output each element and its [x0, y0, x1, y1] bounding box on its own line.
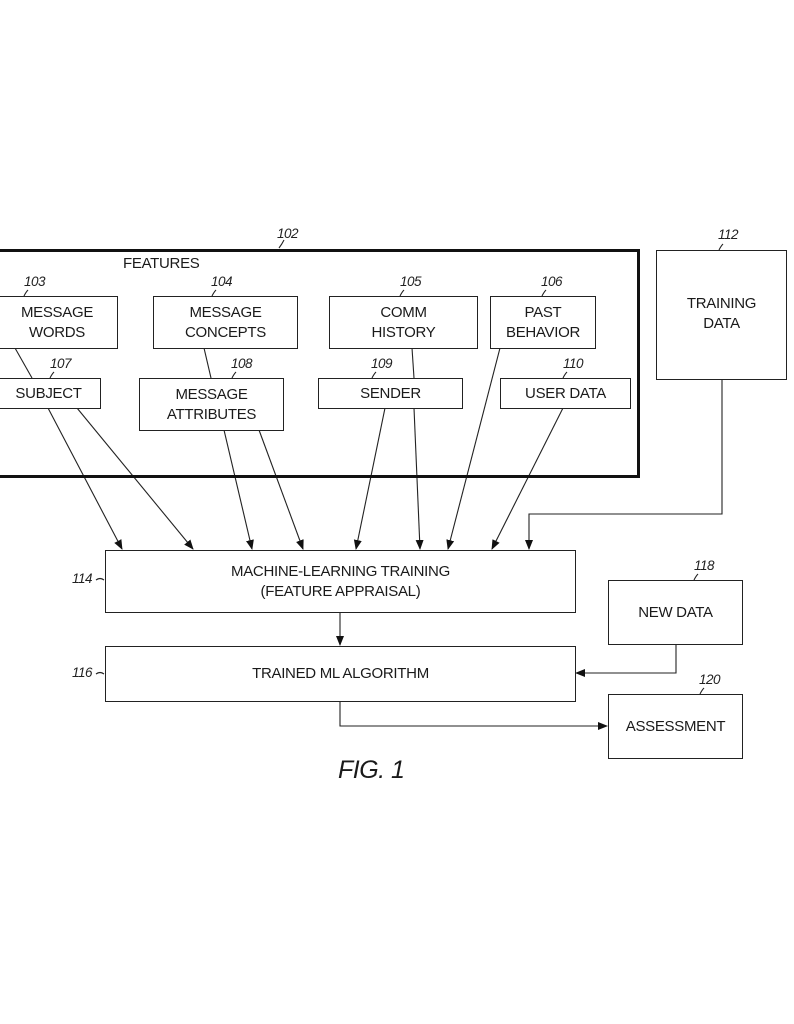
past-behavior-label: PAST BEHAVIOR — [505, 303, 580, 341]
trained-ml-label: TRAINED ML ALGORITHM — [252, 665, 429, 682]
link-words-subject — [14, 347, 33, 379]
message-attributes-box: MESSAGE ATTRIBUTES — [139, 378, 284, 431]
arrow-assessment — [339, 701, 608, 730]
arrow-attributes-2 — [258, 429, 304, 550]
message-words-box: MESSAGE WORDS — [0, 296, 118, 349]
user-data-label: USER DATA — [525, 384, 606, 402]
leader-109 — [371, 371, 377, 379]
comm-history-label: COMM HISTORY — [371, 303, 436, 341]
arrow-past-behavior — [446, 347, 501, 550]
ref-104: 104 — [211, 274, 233, 289]
ref-118: 118 — [694, 558, 715, 573]
training-data-box: TRAINING DATA — [656, 250, 787, 380]
leader-114 — [95, 577, 105, 581]
arrow-user-data — [491, 407, 564, 550]
figure-caption: FIG. 1 — [338, 756, 405, 784]
leader-116 — [95, 671, 105, 675]
features-title: FEATURES — [123, 255, 200, 272]
ref-102: 102 — [277, 226, 299, 241]
leader-106 — [541, 289, 547, 297]
assessment-box: ASSESSMENT — [608, 694, 743, 759]
arrow-training-data — [525, 379, 723, 550]
new-data-label: NEW DATA — [638, 603, 713, 621]
ref-106: 106 — [541, 274, 563, 289]
ref-114: 114 — [72, 571, 93, 586]
arrow-sender-2 — [413, 407, 424, 550]
leader-104 — [211, 289, 217, 297]
features-group — [0, 249, 640, 478]
sender-label: SENDER — [360, 384, 421, 402]
message-attributes-label: MESSAGE ATTRIBUTES — [166, 385, 257, 423]
leader-118 — [693, 573, 699, 581]
training-data-label: TRAINING DATA — [686, 295, 757, 332]
link-history-sender — [411, 347, 415, 379]
message-words-label: MESSAGE WORDS — [20, 303, 94, 341]
ml-training-label: MACHINE-LEARNING TRAINING (FEATURE APPRA… — [231, 562, 450, 600]
leader-120 — [699, 687, 705, 695]
leader-110 — [562, 371, 568, 379]
ref-107: 107 — [50, 356, 72, 371]
leader-105 — [399, 289, 405, 297]
arrow-subject-1 — [47, 407, 123, 550]
message-concepts-box: MESSAGE CONCEPTS — [153, 296, 298, 349]
leader-103 — [23, 289, 29, 297]
ref-105: 105 — [400, 274, 422, 289]
past-behavior-box: PAST BEHAVIOR — [490, 296, 596, 349]
sender-box: SENDER — [318, 378, 463, 409]
leader-112 — [718, 243, 724, 251]
arrow-attributes-1 — [223, 429, 254, 550]
subject-label: SUBJECT — [15, 384, 82, 402]
ref-112: 112 — [718, 227, 739, 242]
leader-108 — [231, 371, 237, 379]
arrow-new-data — [575, 644, 677, 677]
ref-110: 110 — [563, 356, 584, 371]
arrow-sender-1 — [353, 407, 386, 550]
ref-120: 120 — [699, 672, 721, 687]
subject-box: SUBJECT — [0, 378, 101, 409]
ref-103: 103 — [24, 274, 46, 289]
arrow-subject-2 — [76, 407, 194, 550]
ref-116: 116 — [72, 665, 93, 680]
trained-ml-box: TRAINED ML ALGORITHM — [105, 646, 576, 702]
comm-history-box: COMM HISTORY — [329, 296, 478, 349]
user-data-box: USER DATA — [500, 378, 631, 409]
leader-102 — [278, 239, 285, 249]
ref-108: 108 — [231, 356, 253, 371]
leader-107 — [49, 371, 55, 379]
link-concepts-attributes — [203, 347, 212, 379]
ml-training-box: MACHINE-LEARNING TRAINING (FEATURE APPRA… — [105, 550, 576, 613]
ref-109: 109 — [371, 356, 393, 371]
assessment-label: ASSESSMENT — [625, 717, 726, 735]
new-data-box: NEW DATA — [608, 580, 743, 645]
message-concepts-label: MESSAGE CONCEPTS — [185, 303, 266, 341]
